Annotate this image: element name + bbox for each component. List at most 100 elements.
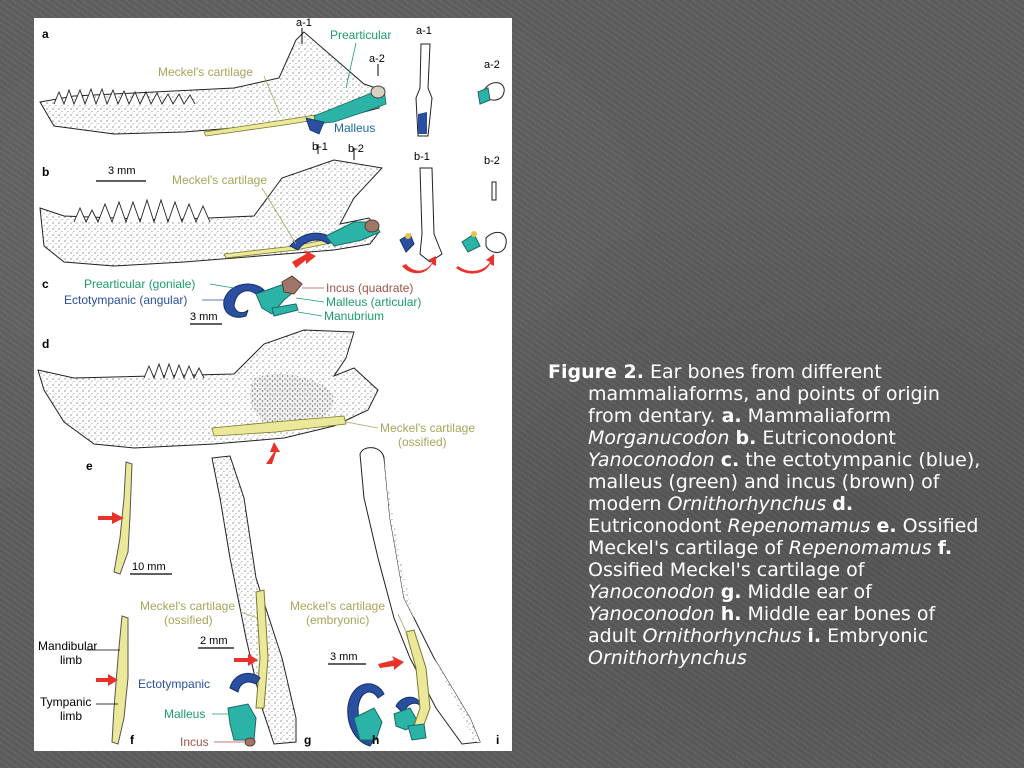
ecto-a — [305, 117, 325, 135]
section-b2-arrow — [456, 254, 494, 274]
caption-segment: Yanoconodon — [588, 581, 715, 603]
label-meckels-d-1: Meckel's cartilage — [380, 421, 475, 435]
arrow-d — [266, 442, 280, 464]
incus-i — [407, 723, 427, 741]
label-a1: a-1 — [296, 18, 312, 29]
scale-e-label: 10 mm — [132, 561, 166, 573]
caption-segment: Eutriconodont — [588, 515, 728, 537]
panel-c: c Prearticular (goniale) Ectotympanic (a… — [42, 275, 421, 325]
caption-segment: Middle ear bones of adult — [588, 603, 936, 647]
label-malleus-a: Malleus — [334, 121, 375, 135]
panel-i: Meckel's cartilage (embryonic) i — [290, 447, 499, 747]
leader-meckels-g — [239, 611, 259, 619]
caption-segment: Repenomamus — [788, 537, 932, 559]
incus-c — [281, 275, 303, 295]
caption-segment: Mammaliaform — [741, 405, 891, 427]
ecto-g — [229, 672, 261, 693]
panel-e: e 10 mm — [86, 459, 172, 575]
label-incus-quadrate: Incus (quadrate) — [326, 281, 413, 295]
scale-g-label: 2 mm — [200, 635, 228, 647]
manubrium-c — [271, 303, 299, 317]
label-a2-section: a-2 — [484, 59, 500, 71]
section-b1-arrow — [402, 256, 436, 274]
leader-meckels-d — [345, 421, 379, 429]
caption-segment: Embryonic — [821, 625, 929, 647]
label-ectotympanic: Ectotympanic — [138, 677, 210, 691]
ecto-c — [223, 283, 265, 318]
panel-h: 3 mm h — [328, 651, 423, 747]
section-b2-dot — [471, 231, 477, 237]
panel-g: Meckel's cartilage (ossified) 2 mm Ectot… — [138, 455, 311, 749]
label-a1-section: a-1 — [416, 25, 432, 37]
panel-label-a: a — [42, 27, 49, 41]
panel-label-d: d — [42, 337, 49, 351]
panel-f: Mandibular limb Tympanic limb f — [38, 615, 135, 747]
teeth-a — [53, 87, 196, 106]
caption-segment: Morganucodon — [588, 427, 730, 449]
section-b2-teal — [461, 233, 481, 253]
panel-label-b: b — [42, 165, 49, 179]
section-b2-ring — [485, 231, 507, 253]
label-b2: b-2 — [348, 143, 364, 155]
label-malleus-g: Malleus — [164, 707, 205, 721]
panel-label-c: c — [42, 277, 49, 291]
section-a2-teal — [477, 87, 491, 105]
leader-goniale — [209, 283, 235, 289]
label-b1: b-1 — [312, 141, 328, 153]
bone-f — [111, 615, 129, 745]
label-ectotympanic-angular: Ectotympanic (angular) — [64, 293, 187, 307]
label-meckels-b: Meckel's cartilage — [172, 173, 267, 187]
caption-segment: d. — [832, 493, 854, 515]
section-b1 — [419, 167, 443, 263]
malleus-h — [353, 707, 383, 741]
label-a2: a-2 — [369, 53, 385, 65]
caption-segment: Ossified Meckel's cartilage of — [588, 559, 865, 581]
label-tympanic-2: limb — [60, 709, 82, 723]
caption-segment: Ornithorhynchus — [667, 493, 827, 515]
scale-h-label: 3 mm — [330, 651, 358, 663]
caption-segment: Yanoconodon — [588, 603, 715, 625]
caption-segment: b. — [735, 427, 757, 449]
label-meckels-g-2: (ossified) — [164, 613, 213, 627]
leader-meckels-b — [261, 187, 297, 245]
caption-segment: Eutriconodont — [756, 427, 896, 449]
caption-segment: c. — [720, 449, 740, 471]
panel-d: d Meckel's cartilage (ossified) — [37, 329, 475, 464]
section-b2 — [491, 181, 497, 201]
panel-a: a a-1 a-2 Prearticular Meckel's cartilag… — [39, 18, 505, 137]
caption-segment: Ossified Meckel's cartilage of — [588, 515, 979, 559]
incus-g — [244, 737, 256, 747]
caption-segment: Ornithorhynchus — [588, 647, 747, 669]
section-b1-dot — [405, 233, 411, 239]
figure-caption: Figure 2. Ear bones from different mamma… — [548, 361, 988, 669]
label-prearticular: Prearticular — [330, 28, 391, 42]
scale-b-label: 3 mm — [108, 165, 136, 177]
figure-image: a a-1 a-2 Prearticular Meckel's cartilag… — [34, 18, 512, 751]
arrow-b — [292, 250, 316, 268]
label-tympanic-1: Tympanic — [40, 695, 91, 709]
label-meckels-a: Meckel's cartilage — [158, 65, 253, 79]
caption-segment: i. — [807, 625, 822, 647]
leader-articular — [295, 297, 325, 303]
caption-segment: e. — [876, 515, 897, 537]
leader-prearticular — [345, 42, 357, 89]
teeth-b — [73, 198, 211, 224]
bone-g — [211, 455, 297, 745]
label-manubrium: Manubrium — [324, 309, 384, 323]
incus-a — [370, 85, 386, 99]
label-malleus-articular: Malleus (articular) — [326, 295, 421, 309]
incus-b — [364, 219, 380, 233]
caption-text: Figure 2. Ear bones from different mamma… — [548, 361, 988, 669]
caption-segment: Repenomamus — [727, 515, 871, 537]
label-b2-section: b-2 — [484, 155, 500, 167]
section-a1-blue — [418, 112, 427, 134]
panel-label-e: e — [86, 459, 93, 473]
caption-segment: g. — [720, 581, 742, 603]
section-a1 — [415, 43, 433, 137]
scale-c-label: 3 mm — [190, 311, 218, 323]
arrow-e — [98, 512, 124, 524]
caption-segment: f. — [937, 537, 953, 559]
ecto-h — [347, 683, 385, 747]
label-incus: Incus — [180, 735, 209, 749]
panel-b: b b-1 b-2 Meckel's cartilage 3 mm b-1 b-… — [39, 141, 507, 274]
